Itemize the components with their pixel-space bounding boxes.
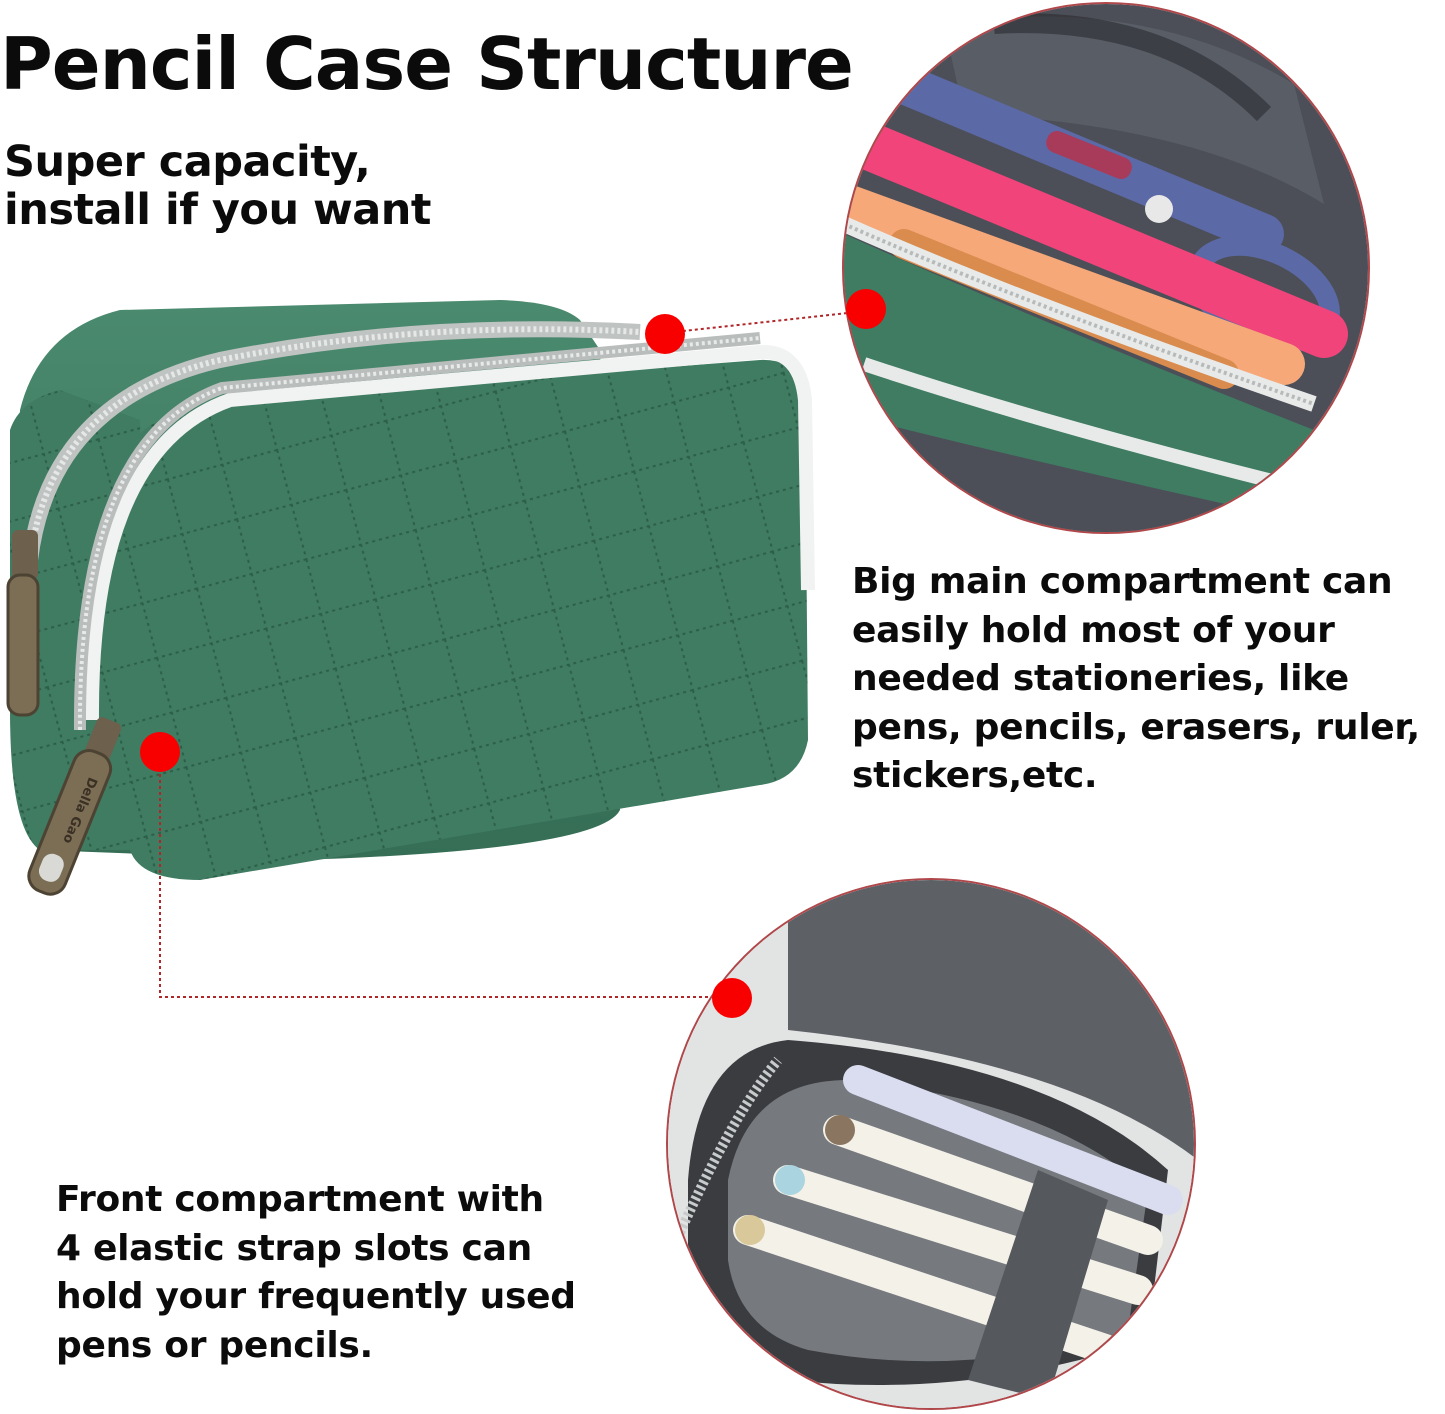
main-desc-line: needed stationeries, like xyxy=(852,658,1349,699)
page-title: Pencil Case Structure xyxy=(0,22,854,106)
marker-dot-main-case xyxy=(645,314,685,354)
front-desc-line: pens or pencils. xyxy=(56,1324,373,1366)
zipper-pull-back xyxy=(6,530,40,717)
pencil-case-illustration: Della Gao xyxy=(6,300,815,896)
main-desc-line: easily hold most of your xyxy=(852,609,1335,651)
front-desc-line: hold your frequently used xyxy=(56,1276,576,1317)
subtitle-line-2: install if you want xyxy=(4,185,431,235)
main-compartment-description: Big main compartment can easily hold mos… xyxy=(852,558,1420,801)
marker-dot-main-circle xyxy=(846,289,886,329)
front-compartment-detail-circle xyxy=(666,878,1196,1410)
front-desc-line: Front compartment with xyxy=(56,1179,544,1220)
main-desc-line: Big main compartment can xyxy=(852,561,1393,602)
main-desc-line: stickers,etc. xyxy=(852,755,1098,796)
subtitle: Super capacity, install if you want xyxy=(4,138,431,234)
front-compartment-description: Front compartment with 4 elastic strap s… xyxy=(56,1176,576,1370)
front-compartment-photo xyxy=(668,880,1194,1408)
marker-dot-front-circle xyxy=(712,978,752,1018)
pencil-case-photo: Della Gao xyxy=(0,290,840,910)
marker-dot-front-case xyxy=(140,732,180,772)
main-compartment-photo xyxy=(844,4,1368,532)
main-desc-line: pens, pencils, erasers, ruler, xyxy=(852,706,1420,748)
front-desc-line: 4 elastic strap slots can xyxy=(56,1227,532,1269)
subtitle-line-1: Super capacity, xyxy=(4,137,371,187)
main-compartment-detail-circle xyxy=(842,2,1370,534)
